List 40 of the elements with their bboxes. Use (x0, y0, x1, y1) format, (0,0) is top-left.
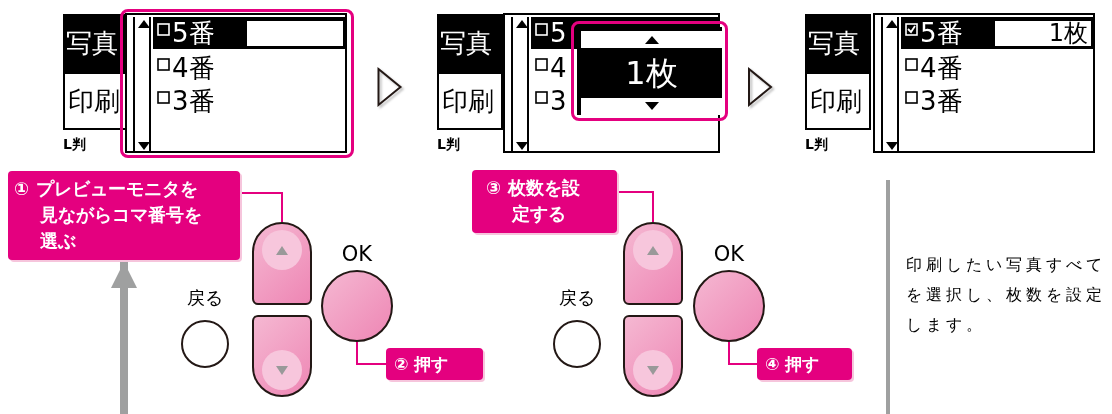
button-label: 戻る (558, 286, 596, 310)
screen-heading: 写真 (437, 14, 503, 72)
leader-line (356, 341, 387, 365)
value-field: 1枚 (995, 21, 1091, 46)
frame-number: 4 (550, 52, 567, 84)
callout-label: ③ 枚数を設定する (472, 170, 617, 233)
menu-item: 印刷 (437, 72, 503, 130)
next-step-arrow (377, 66, 403, 108)
callout-label: ② 押す (386, 348, 483, 380)
down-button (252, 315, 312, 397)
down-button (623, 315, 683, 397)
status-text: L判 (437, 135, 461, 154)
button-label: OK (712, 241, 746, 268)
leader-line (616, 191, 654, 223)
frame-number: 5 (550, 17, 567, 49)
frame-number: 3番 (172, 85, 216, 117)
frame-number: 3番 (920, 85, 964, 117)
status-text: L判 (805, 135, 829, 154)
menu-item: 印刷 (805, 72, 871, 130)
quantity-popup (577, 27, 722, 115)
leader-line (728, 341, 758, 365)
callout-label: ① プレビューモニタを見ながらコマ番号を選ぶ (8, 171, 240, 260)
next-step-arrow (748, 66, 773, 108)
button-label: 戻る (186, 286, 224, 310)
selection-list (873, 13, 1095, 153)
callout-label: ④ 押す (757, 348, 852, 380)
frame-number: 3 (550, 85, 567, 117)
arrow (111, 262, 137, 414)
screen-heading: 写真 (805, 14, 871, 72)
frame-number: 4番 (920, 52, 964, 84)
button-label: OK (340, 241, 374, 268)
note-text: 印刷したい写真すべてを選択し、枚数を設定します。 (906, 254, 1107, 336)
leader-line (239, 192, 283, 223)
status-text: L判 (63, 135, 87, 154)
frame-number: 4番 (172, 52, 216, 84)
frame-number: 5番 (172, 17, 216, 49)
frame-number: 5番 (920, 17, 964, 49)
quantity-value: 1枚 (624, 53, 679, 94)
up-button (252, 222, 312, 305)
up-button (623, 222, 683, 305)
